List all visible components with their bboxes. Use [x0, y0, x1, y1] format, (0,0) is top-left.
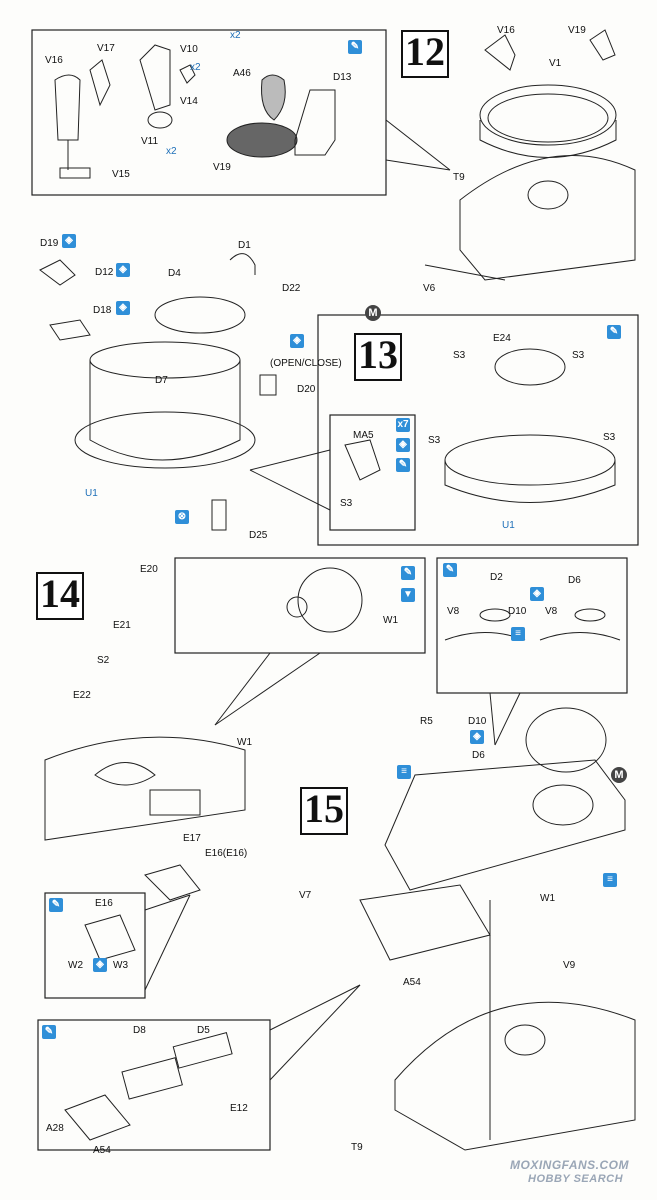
watermark-line2: HOBBY SEARCH: [528, 1173, 624, 1185]
part-label: W1: [383, 615, 398, 626]
option-icon: ◈: [116, 263, 130, 277]
cement-icon: ✎: [49, 898, 63, 912]
part-label: V1: [549, 58, 562, 69]
quantity-label: x2: [230, 30, 241, 41]
part-label: T9: [351, 1142, 363, 1153]
part-label: D19: [40, 238, 59, 249]
paint-icon: ≡: [397, 765, 411, 779]
quantity-icon: x7: [396, 418, 410, 432]
part-label: V10: [180, 44, 198, 55]
step-number-13: 13: [354, 333, 402, 381]
part-label: W2: [68, 960, 83, 971]
cement-icon: ✎: [443, 563, 457, 577]
part-label: T9: [453, 172, 465, 183]
drill-icon: ⊗: [175, 510, 189, 524]
part-label: S3: [340, 498, 353, 509]
quantity-label: x2: [166, 146, 177, 157]
part-label: W1: [540, 893, 555, 904]
part-label: A54: [93, 1145, 111, 1156]
paint-icon: ≡: [603, 873, 617, 887]
part-label: E17: [183, 833, 201, 844]
m-badge: M: [611, 767, 627, 783]
part-label: E16: [95, 898, 113, 909]
part-label: D10: [508, 606, 527, 617]
part-label: E24: [493, 333, 511, 344]
option-icon: ◈: [116, 301, 130, 315]
part-label: A28: [46, 1123, 64, 1134]
step-number-12: 12: [401, 30, 449, 78]
part-label: V16: [497, 25, 515, 36]
part-label: S2: [97, 655, 110, 666]
m-badge: M: [365, 305, 381, 321]
cement-icon: ✎: [401, 566, 415, 580]
part-label: D6: [568, 575, 581, 586]
part-label: D1: [238, 240, 251, 251]
part-label: A46: [233, 68, 251, 79]
part-label: E20: [140, 564, 158, 575]
part-label: D18: [93, 305, 112, 316]
part-label: D10: [468, 716, 487, 727]
open-close-note: (OPEN/CLOSE): [270, 358, 342, 369]
part-label: D4: [168, 268, 181, 279]
part-label: V6: [423, 283, 436, 294]
part-label: V17: [97, 43, 115, 54]
part-label: V8: [545, 606, 558, 617]
part-label: S3: [603, 432, 616, 443]
paint-icon: ≡: [511, 627, 525, 641]
part-label: V11: [141, 136, 159, 147]
part-label: V19: [568, 25, 586, 36]
part-label: V7: [299, 890, 312, 901]
cement-icon: ✎: [607, 325, 621, 339]
cement-icon: ✎: [348, 40, 362, 54]
part-label: MA5: [353, 430, 374, 441]
part-label: S3: [572, 350, 585, 361]
part-label: U1: [85, 488, 98, 499]
part-label: E12: [230, 1103, 248, 1114]
part-label: D13: [333, 72, 352, 83]
part-label: D20: [297, 384, 316, 395]
part-label: E22: [73, 690, 91, 701]
part-label: E16(E16): [205, 848, 248, 859]
option-icon: ◈: [93, 958, 107, 972]
option-icon: ◈: [530, 587, 544, 601]
part-label: S3: [453, 350, 466, 361]
part-label: V14: [180, 96, 198, 107]
cement-icon: ✎: [396, 458, 410, 472]
part-label: V9: [563, 960, 576, 971]
cement-icon: ✎: [42, 1025, 56, 1039]
part-label: V8: [447, 606, 460, 617]
flip-icon: ▼: [401, 588, 415, 602]
part-label: V15: [112, 169, 130, 180]
option-icon: ◈: [62, 234, 76, 248]
step-number-14: 14: [36, 572, 84, 620]
part-label: E21: [113, 620, 131, 631]
part-label: D5: [197, 1025, 210, 1036]
part-label: W3: [113, 960, 128, 971]
part-label: D7: [155, 375, 168, 386]
part-label: D8: [133, 1025, 146, 1036]
part-label: D2: [490, 572, 503, 583]
quantity-label: x2: [190, 62, 201, 73]
part-label: V19: [213, 162, 231, 173]
part-label: D6: [472, 750, 485, 761]
watermark-line1: MOXINGFANS.COM: [510, 1158, 630, 1172]
part-label: R5: [420, 716, 433, 727]
step-number-15: 15: [300, 787, 348, 835]
part-label: S3: [428, 435, 441, 446]
part-label: U1: [502, 520, 515, 531]
part-label: D25: [249, 530, 268, 541]
part-label: D22: [282, 283, 301, 294]
part-label: W1: [237, 737, 252, 748]
part-label: D12: [95, 267, 114, 278]
part-label: V16: [45, 55, 63, 66]
option-icon: ◈: [470, 730, 484, 744]
option-icon: ◈: [290, 334, 304, 348]
option-icon: ◈: [396, 438, 410, 452]
part-label: A54: [403, 977, 421, 988]
